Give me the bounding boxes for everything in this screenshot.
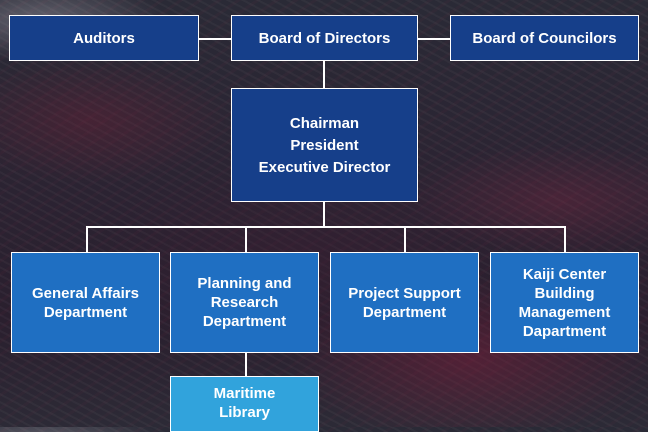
- auditors-box: Auditors: [9, 15, 199, 61]
- auditors-label: Auditors: [73, 29, 135, 47]
- planning-research-line-1: Planning and: [197, 275, 292, 292]
- general-affairs-line-1: General Affairs: [32, 284, 139, 302]
- project-support-department-box: Project Support Department: [330, 252, 479, 353]
- building-management-line-3: Management: [518, 303, 611, 321]
- board-of-directors-box: Board of Directors: [231, 15, 418, 61]
- connector-horizontal-bus: [86, 226, 566, 228]
- board-of-councilors-label: Board of Councilors: [472, 29, 617, 47]
- connector-drop-project-support: [404, 226, 406, 252]
- planning-research-line-3: Department: [202, 313, 287, 330]
- chairman-label: Chairman: [289, 114, 360, 132]
- maritime-library-box: Maritime Library: [170, 376, 319, 432]
- board-of-councilors-box: Board of Councilors: [450, 15, 639, 61]
- planning-research-department-box: Planning and Research Department: [170, 252, 319, 353]
- connector-auditors-board: [199, 38, 231, 40]
- building-management-department-box: Kaiji Center Building Management Dapartm…: [490, 252, 639, 353]
- connector-planning-library: [245, 352, 247, 376]
- connector-board-councilors: [418, 38, 450, 40]
- project-support-line-1: Project Support: [348, 284, 461, 302]
- connector-drop-planning: [245, 226, 247, 252]
- general-affairs-department-box: General Affairs Department: [11, 252, 160, 353]
- connector-board-executive: [323, 60, 325, 88]
- maritime-library-line-2: Library: [219, 404, 270, 421]
- building-management-line-4: Dapartment: [522, 322, 607, 340]
- general-affairs-line-2: Department: [43, 303, 128, 321]
- board-of-directors-label: Board of Directors: [258, 29, 391, 47]
- connector-drop-general-affairs: [86, 226, 88, 252]
- building-management-line-1: Kaiji Center: [522, 265, 607, 283]
- project-support-line-2: Department: [362, 303, 447, 321]
- building-management-line-2: Building: [534, 284, 595, 302]
- executive-box: Chairman President Executive Director: [231, 88, 418, 202]
- executive-director-label: Executive Director: [258, 158, 391, 176]
- connector-executive-bus: [323, 201, 325, 227]
- president-label: President: [290, 136, 359, 154]
- maritime-library-line-1: Maritime: [213, 385, 276, 402]
- connector-drop-building-management: [564, 226, 566, 252]
- planning-research-line-2: Research: [210, 294, 279, 311]
